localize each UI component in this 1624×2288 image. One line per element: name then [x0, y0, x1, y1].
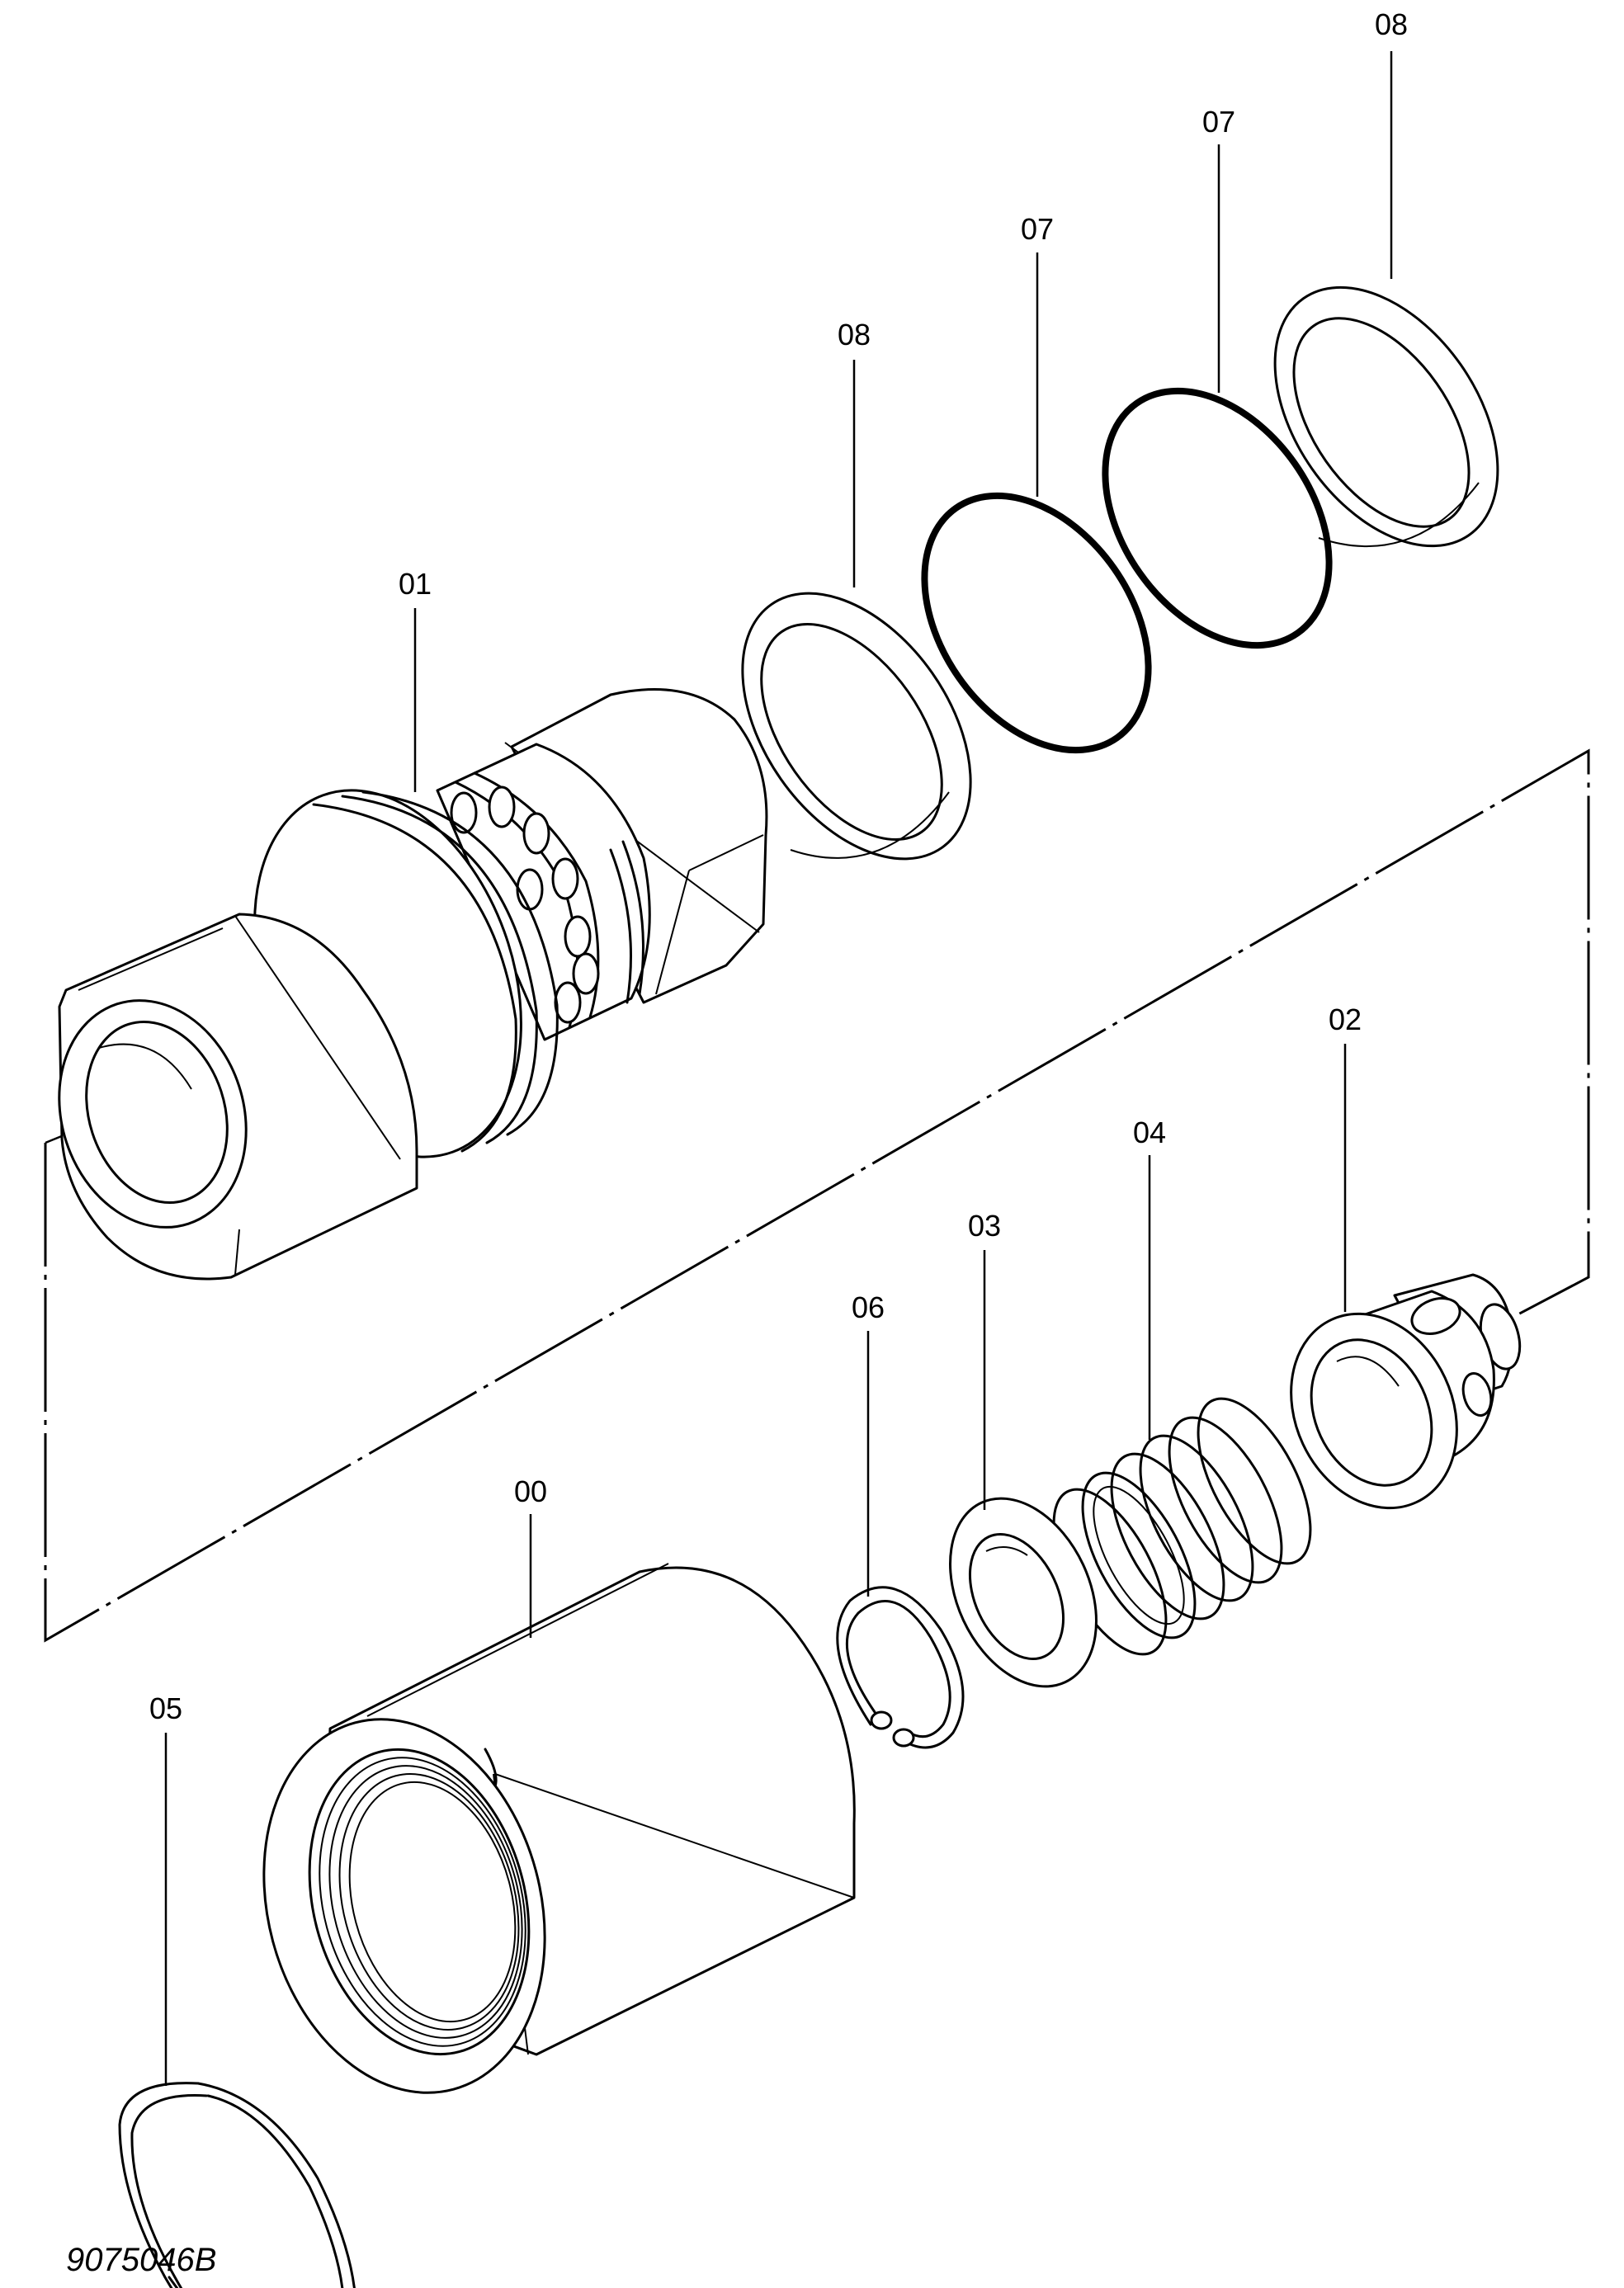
part-08-back-up-ring-right — [1273, 285, 1499, 548]
callout-04: 04 — [1133, 1116, 1166, 1149]
callout-01: 01 — [399, 567, 432, 601]
callout-03: 03 — [968, 1209, 1001, 1243]
part-06-snap-ring — [836, 1586, 965, 1749]
part-02-poppet — [1290, 1273, 1522, 1510]
callout-02: 02 — [1329, 1002, 1362, 1036]
part-07-o-ring-right — [1102, 387, 1333, 649]
part-01-valve-body — [58, 687, 768, 1281]
callout-07-right: 07 — [1202, 105, 1235, 139]
callout-07-left: 07 — [1021, 212, 1054, 246]
document-id: 9075046B — [66, 2242, 216, 2278]
callout-08-left: 08 — [838, 318, 871, 351]
part-08-back-up-ring-left — [741, 592, 972, 861]
part-07-o-ring-left — [921, 492, 1152, 754]
callout-05: 05 — [149, 1691, 182, 1725]
part-00-housing-nut — [262, 1563, 856, 2094]
callout-00: 00 — [514, 1474, 547, 1508]
callout-08-right: 08 — [1375, 7, 1408, 41]
part-04-spring — [1052, 1397, 1312, 1656]
part-05-retaining-ring — [118, 2082, 356, 2288]
part-03-spring-seat — [949, 1497, 1098, 1688]
callout-06: 06 — [852, 1290, 885, 1324]
